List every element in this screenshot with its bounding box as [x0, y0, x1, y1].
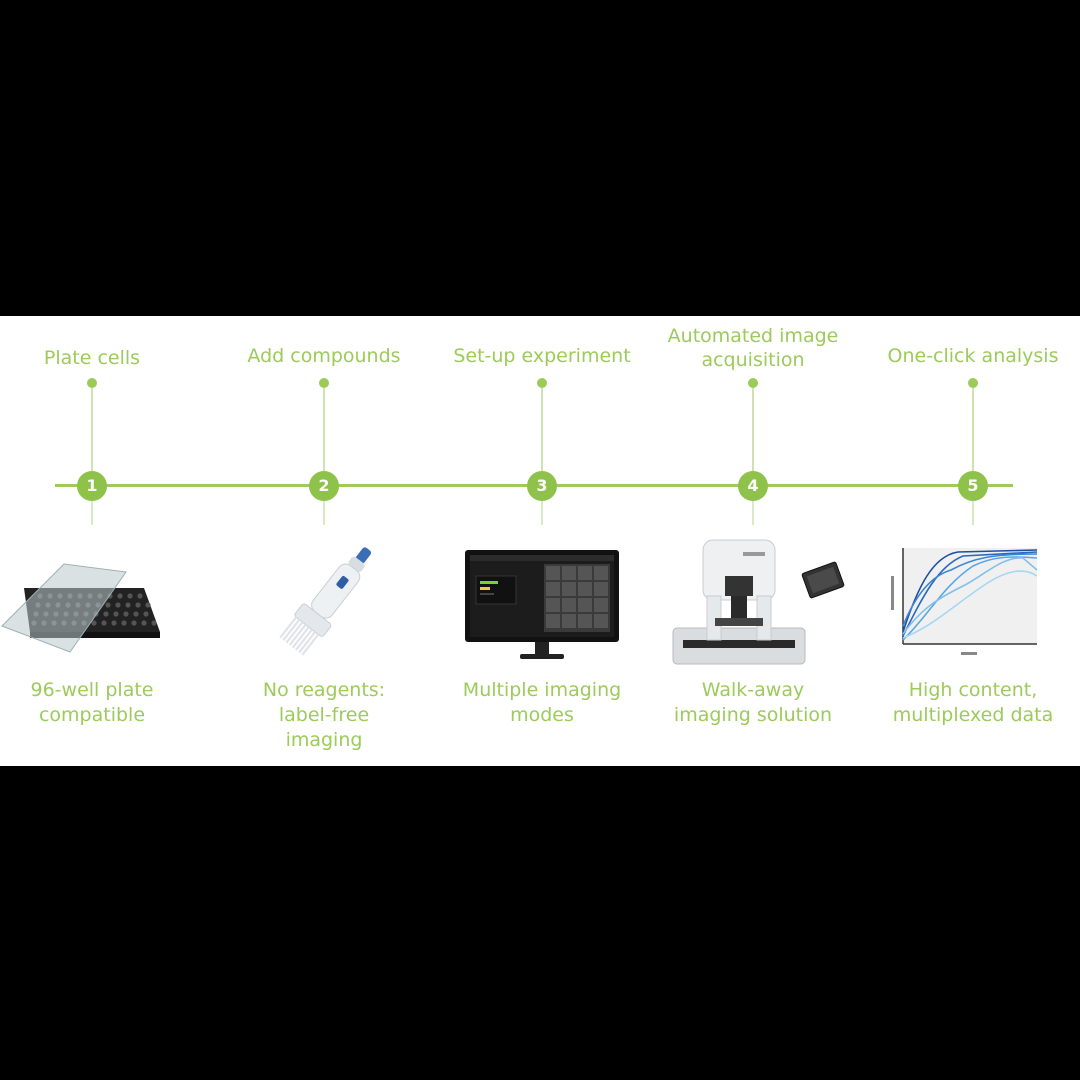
step-title: One-click analysis [863, 344, 1080, 368]
well-plate-icon [0, 536, 202, 676]
connector-stem-below [91, 501, 93, 525]
step-title: Automated image acquisition [643, 324, 863, 372]
step-caption: No reagents: label-free imaging [214, 678, 434, 753]
workflow-panel: Plate cells 1 96-well plate [0, 316, 1080, 766]
step-number-badge: 1 [77, 471, 107, 501]
connector-stem-below [972, 501, 974, 525]
connector-stem [91, 388, 93, 471]
connector-stem [752, 388, 754, 471]
connector-stem [323, 388, 325, 471]
connector-stem-below [541, 501, 543, 525]
title-dot [748, 378, 758, 388]
step-title: Add compounds [214, 344, 434, 368]
step-4: Automated image acquisition 4 Wa [643, 316, 863, 766]
connector-stem [972, 388, 974, 471]
step-3: Set-up experiment 3 [432, 316, 652, 766]
step-caption: High content, multiplexed data [863, 678, 1080, 728]
step-caption: 96-well plate compatible [0, 678, 202, 728]
title-dot [319, 378, 329, 388]
title-dot [537, 378, 547, 388]
step-number-badge: 4 [738, 471, 768, 501]
step-caption: Walk-away imaging solution [643, 678, 863, 728]
pipette-icon [214, 536, 434, 676]
connector-stem-below [323, 501, 325, 525]
step-caption: Multiple imaging modes [432, 678, 652, 728]
monitor-icon [432, 536, 652, 676]
line-chart-icon [863, 536, 1080, 676]
connector-stem-below [752, 501, 754, 525]
step-2: Add compounds 2 No reagents: label-free … [214, 316, 434, 766]
step-title: Plate cells [0, 346, 202, 370]
step-title: Set-up experiment [432, 344, 652, 368]
step-number-badge: 5 [958, 471, 988, 501]
connector-stem [541, 388, 543, 471]
imaging-instrument-icon [643, 536, 863, 676]
step-number-badge: 3 [527, 471, 557, 501]
title-dot [968, 378, 978, 388]
step-5: One-click analysis 5 Hig [863, 316, 1080, 766]
step-1: Plate cells 1 96-well plate [0, 316, 202, 766]
step-number-badge: 2 [309, 471, 339, 501]
title-dot [87, 378, 97, 388]
